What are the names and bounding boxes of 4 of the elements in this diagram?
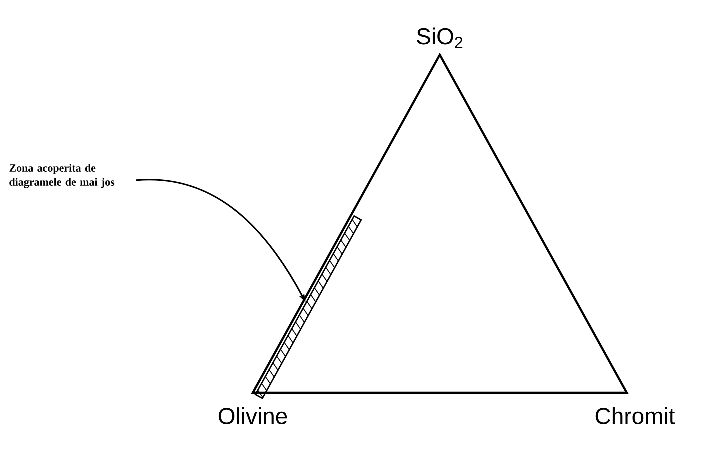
vertex-label: Olivine <box>218 408 288 424</box>
vertex-label: SiO$_{2}$ <box>417 28 463 48</box>
vertex-label: Chromit <box>596 408 676 424</box>
annotation-text: Zona acoperita de diagramele de mai jos <box>10 164 115 188</box>
